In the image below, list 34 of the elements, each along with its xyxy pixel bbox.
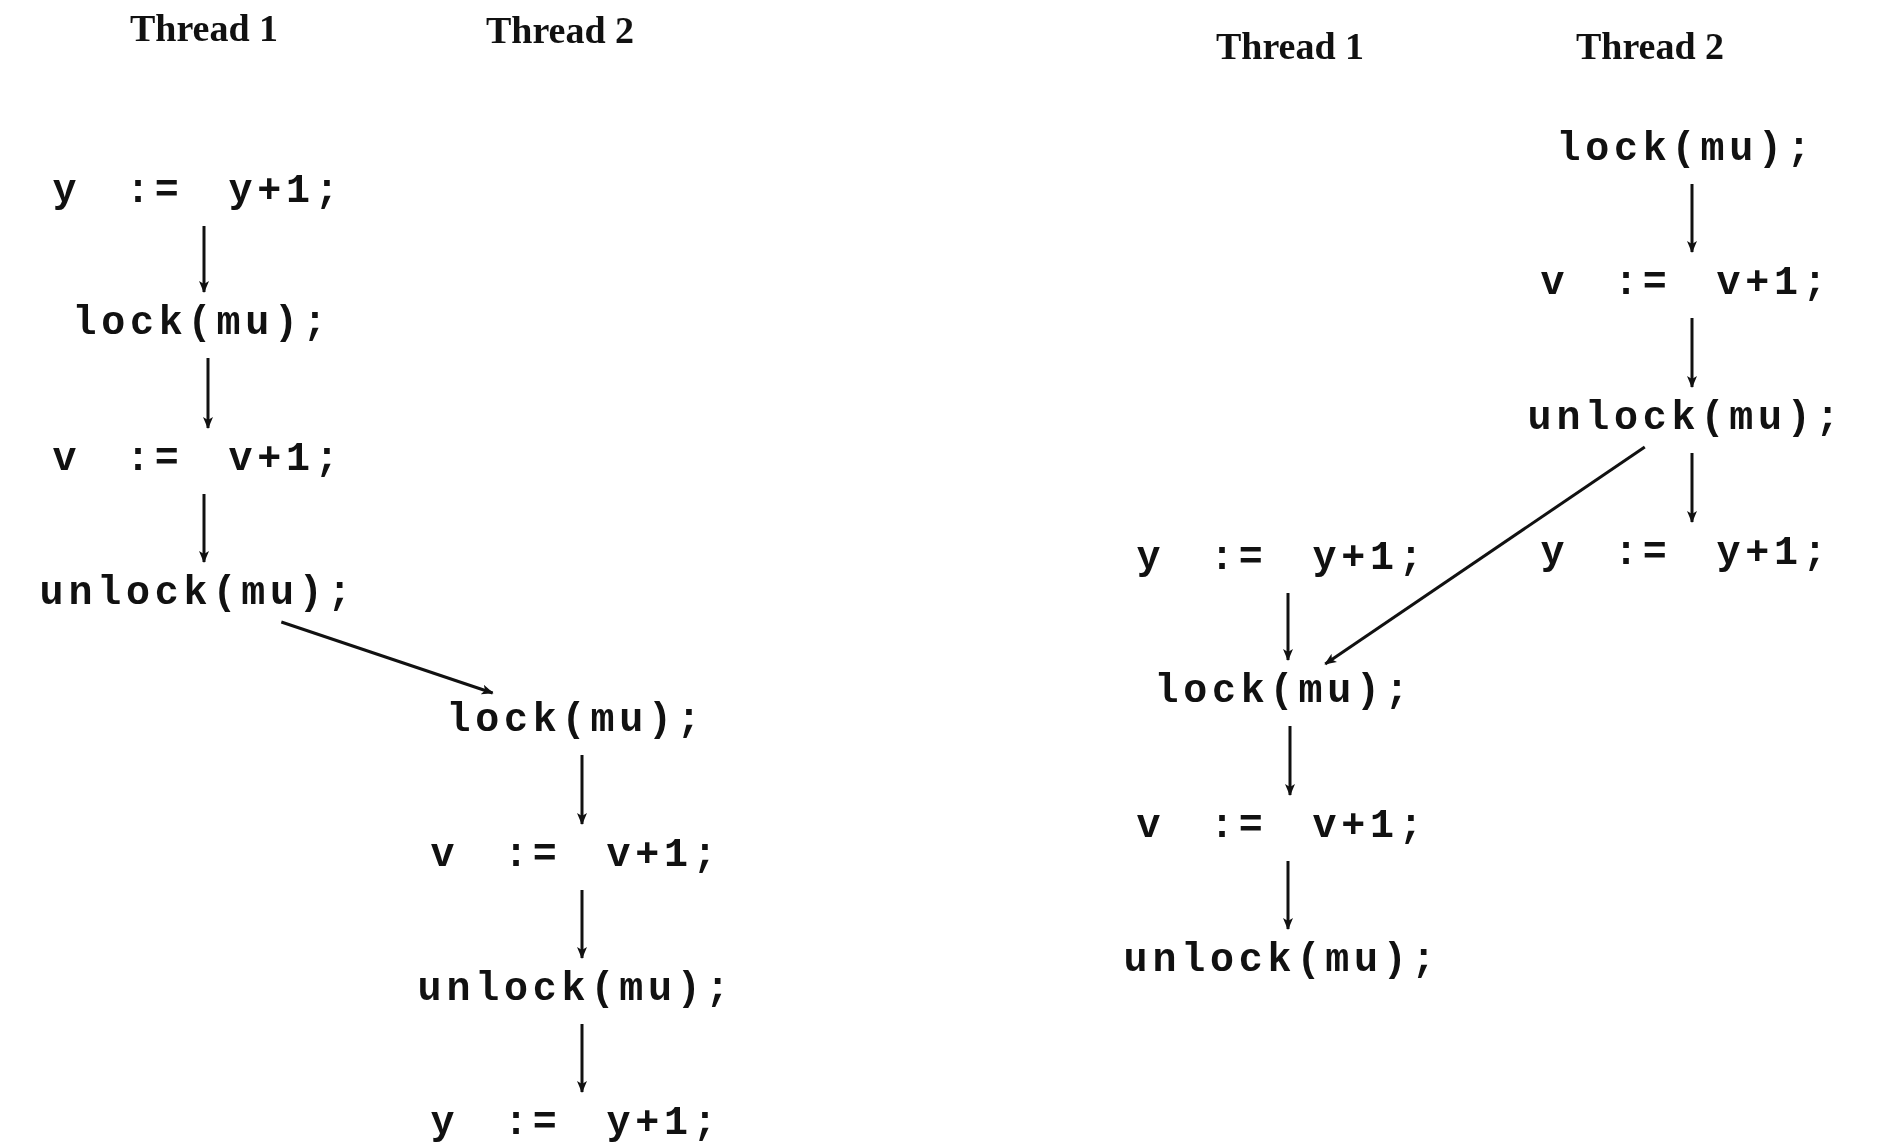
code-statement: v := v+1; [1538, 260, 1834, 308]
code-statement: y := y+1; [428, 1100, 724, 1143]
arrow [577, 890, 587, 959]
arrow [577, 1024, 587, 1093]
code-statement: unlock(mu); [37, 570, 359, 618]
arrow [1283, 861, 1293, 930]
arrow [1687, 453, 1697, 523]
arrow [199, 226, 209, 293]
code-statement: v := v+1; [50, 436, 346, 484]
thread-heading: Thread 1 [1215, 24, 1365, 68]
code-statement: unlock(mu); [1525, 395, 1847, 443]
thread-heading: Thread 1 [129, 6, 279, 50]
arrow [1285, 726, 1295, 796]
arrow [577, 755, 587, 825]
code-statement: y := y+1; [1538, 530, 1834, 578]
code-statement: y := y+1; [1134, 535, 1430, 583]
arrow [199, 494, 209, 563]
code-statement: y := y+1; [50, 168, 346, 216]
code-statement: v := v+1; [1134, 803, 1430, 851]
thread-heading: Thread 2 [1575, 24, 1725, 68]
code-statement: lock(mu); [444, 697, 708, 745]
code-statement: unlock(mu); [1121, 937, 1443, 985]
code-statement: lock(mu); [1554, 126, 1818, 174]
code-statement: v := v+1; [428, 832, 724, 880]
code-statement: unlock(mu); [415, 966, 737, 1014]
arrow [280, 620, 494, 695]
code-statement: lock(mu); [1152, 668, 1416, 716]
arrow [1687, 318, 1697, 388]
arrow [1283, 593, 1293, 661]
arrow [1324, 445, 1646, 666]
code-statement: lock(mu); [70, 300, 334, 348]
thread-heading: Thread 2 [485, 8, 635, 52]
arrow [1687, 184, 1697, 253]
arrow [203, 358, 213, 429]
